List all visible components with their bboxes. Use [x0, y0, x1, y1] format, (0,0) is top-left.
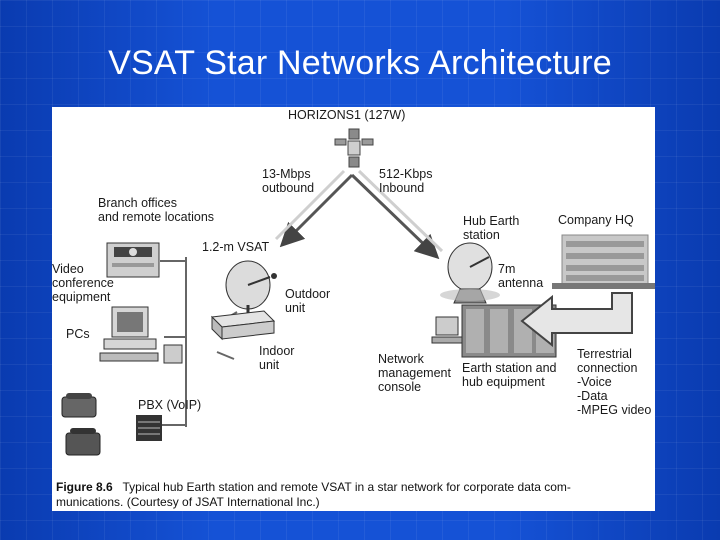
network-diagram: HORIZONS1 (127W) 13-Mbps outbound 512-Kb…: [52, 107, 655, 511]
figure-caption-text: Typical hub Earth station and remote VSA…: [56, 480, 571, 509]
terrestrial-arrow: [520, 292, 633, 348]
nms-console-icon: [431, 316, 463, 344]
company-hq-icon: [552, 234, 655, 289]
pbx-icon: [136, 415, 162, 441]
video-conference-icon: [106, 242, 160, 278]
label-antenna: 7m antenna: [498, 262, 544, 290]
pc-icon: [99, 306, 183, 364]
label-outbound: 13-Mbps outbound: [262, 167, 315, 195]
link-arrows: [274, 169, 444, 260]
indoor-unit-icon: [210, 310, 276, 341]
diagram-drawing: [61, 128, 655, 456]
label-satellite: HORIZONS1 (127W): [288, 108, 406, 122]
slide-title: VSAT Star Networks Architecture: [108, 44, 612, 82]
hub-antenna-icon: [440, 242, 500, 304]
label-pbx: PBX (VoIP): [138, 398, 202, 412]
label-terrestrial: Terrestrial connection -Voice -Data -MPE…: [577, 347, 652, 417]
label-vsat: 1.2-m VSAT: [202, 240, 270, 254]
label-outdoor: Outdoor unit: [285, 287, 331, 315]
label-pcs: PCs: [66, 327, 90, 341]
label-branch: Branch offices and remote locations: [98, 196, 215, 224]
figure-number: Figure 8.6: [56, 480, 113, 494]
label-earth-equipment: Earth station and hub equipment: [462, 361, 557, 389]
label-inbound: 512-Kbps Inbound: [379, 167, 433, 195]
satellite-icon: [334, 128, 374, 168]
label-nms: Network management console: [378, 352, 451, 394]
label-company-hq: Company HQ: [558, 213, 634, 227]
label-indoor: Indoor unit: [259, 344, 295, 372]
label-hub-station: Hub Earth station: [463, 214, 520, 242]
label-video: Video conference equipment: [52, 262, 114, 304]
phone-icon: [61, 393, 101, 456]
vsat-dish-icon: [225, 260, 277, 321]
figure-caption: Figure 8.6 Typical hub Earth station and…: [56, 480, 652, 510]
